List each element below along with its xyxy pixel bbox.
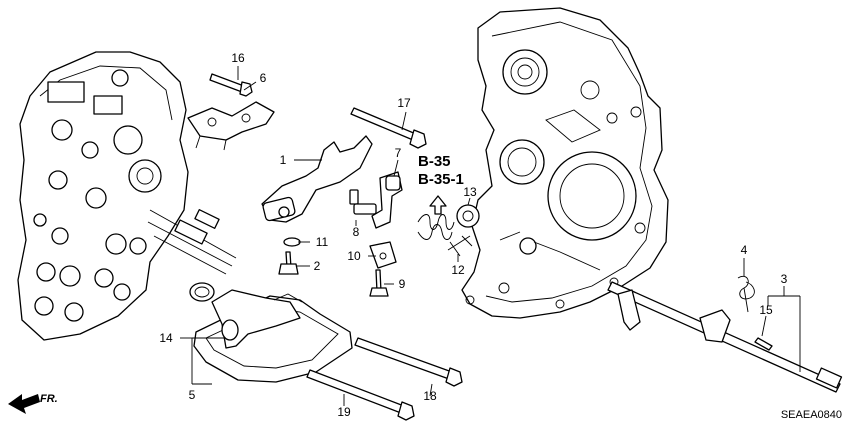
callout-1: 1 xyxy=(280,153,287,167)
lever-7 xyxy=(371,171,403,229)
callout-15: 15 xyxy=(759,303,773,317)
reference-b-35-1: B-35-1 xyxy=(418,171,464,188)
pin-8 xyxy=(349,189,377,215)
transmission-housing xyxy=(461,7,669,319)
callout-19: 19 xyxy=(337,405,351,419)
shift-shaft-3 xyxy=(607,281,843,393)
callout-11: 11 xyxy=(316,235,329,249)
callout-7: 7 xyxy=(395,146,402,160)
up-arrow-icon xyxy=(429,195,447,215)
bolt-19 xyxy=(306,369,415,421)
valve-body xyxy=(17,51,237,341)
pin-15 xyxy=(754,337,773,351)
roller-13 xyxy=(456,204,480,228)
direction-label: FR. xyxy=(40,393,58,405)
reference-b-35: B-35 xyxy=(418,153,451,170)
callout-17: 17 xyxy=(397,96,411,110)
plate-10 xyxy=(369,241,397,269)
shift-fork-1 xyxy=(261,135,373,223)
callout-labels: 1 2 3 4 5 6 7 8 9 10 11 12 13 14 15 16 1… xyxy=(159,51,787,419)
callout-16: 16 xyxy=(231,51,245,65)
callout-8: 8 xyxy=(353,225,360,239)
o-ring-14 xyxy=(189,282,215,302)
bolt-17 xyxy=(350,107,427,149)
bolt-9 xyxy=(369,269,389,297)
strainer-5 xyxy=(193,289,353,383)
callout-2: 2 xyxy=(314,259,321,273)
callout-12: 12 xyxy=(451,263,465,277)
callout-10: 10 xyxy=(347,249,361,263)
leader-lines xyxy=(180,66,801,406)
bolt-2 xyxy=(278,251,299,275)
clip-12 xyxy=(447,235,473,257)
bolt-16 xyxy=(209,73,253,97)
callout-4: 4 xyxy=(741,243,748,257)
callout-13: 13 xyxy=(463,185,477,199)
callout-5: 5 xyxy=(189,388,196,402)
bracket-6 xyxy=(187,101,275,151)
callout-6: 6 xyxy=(260,71,267,85)
callout-9: 9 xyxy=(399,277,406,291)
bolt-18 xyxy=(354,337,463,387)
callout-18: 18 xyxy=(423,389,437,403)
spring-4 xyxy=(737,276,755,313)
washer-11 xyxy=(283,237,301,247)
diagram-code: SEAEA0840 xyxy=(781,409,842,421)
detent-spring xyxy=(417,214,455,240)
front-direction-arrow-icon xyxy=(8,394,40,414)
callout-3: 3 xyxy=(781,272,788,286)
callout-14: 14 xyxy=(159,331,173,345)
